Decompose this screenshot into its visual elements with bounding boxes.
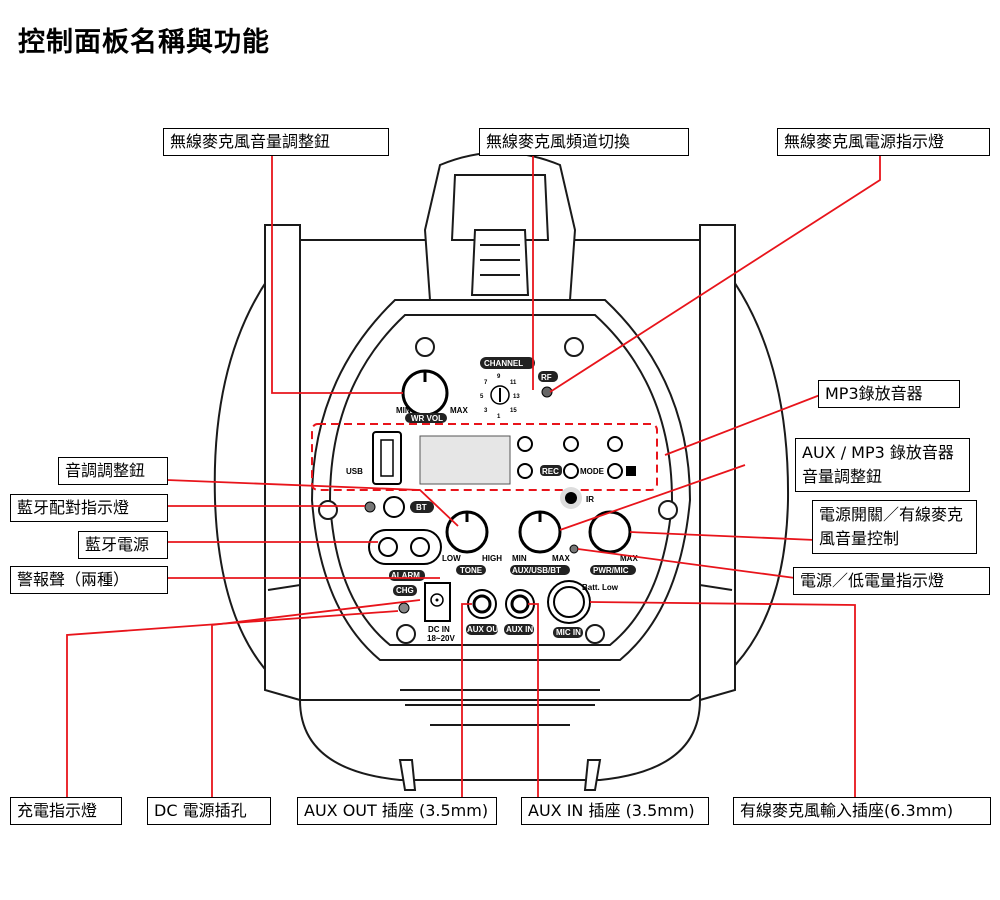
callout-power-low-battery-led: 電源／低電量指示燈 [793,567,990,595]
label-min-2: MIN [512,554,527,563]
label-pwr-mic: PWR/MIC [593,566,629,575]
label-wr-vol: WR VOL [411,414,443,423]
channel-dial [480,357,535,405]
power-led [569,544,579,554]
aux-usb-bt-knob [510,510,570,575]
bt-button [383,496,405,518]
callout-dc-jack: DC 電源插孔 [147,797,271,825]
channel-digit: 3 [484,408,488,414]
label-chg: CHG [396,586,414,595]
mic-in-jack [547,580,591,624]
callout-charge-led: 充電指示燈 [10,797,122,825]
label-low: LOW [442,554,461,563]
channel-digits: 1 3 5 7 9 11 13 15 [480,374,520,420]
callout-wireless-mic-power-led: 無線麥克風電源指示燈 [777,128,990,156]
callout-aux-out: AUX OUT 插座 (3.5mm) [297,797,497,825]
callout-mp3-recorder: MP3錄放音器 [818,380,960,408]
label-rec: REC [542,467,559,476]
label-tone: TONE [460,566,483,575]
callout-bt-pair-led: 藍牙配對指示燈 [10,494,168,522]
callout-power-wired-mic: 電源開關／有線麥克風音量控制 [812,500,977,554]
label-channel: CHANNEL [484,359,523,368]
leader-lines [66,156,881,797]
label-usb: USB [346,467,363,476]
tone-knob [445,510,489,575]
channel-digit: 15 [510,408,517,414]
mp3-dashed-box [311,423,658,491]
label-high: HIGH [482,554,502,563]
callout-tone-knob: 音調調整鈕 [58,457,168,485]
callout-wireless-mic-volume: 無線麥克風音量調整鈕 [163,128,389,156]
label-dc-in: DC IN [428,625,450,634]
wr-vol-knob [401,369,449,423]
label-ir: IR [586,495,594,504]
label-max-3: MAX [620,554,638,563]
page-title: 控制面板名稱與功能 [18,27,270,58]
screws [318,337,678,644]
rf-led [541,386,553,398]
label-batt-low: Batt. Low [582,583,619,592]
aux-out-jack [467,589,497,619]
label-max-2: MAX [552,554,570,563]
callout-aux-in: AUX IN 插座 (3.5mm) [521,797,709,825]
channel-digit: 7 [484,380,488,386]
bt-led [364,501,376,513]
label-min-1: MIN [396,406,411,415]
label-mic-in: MIC IN [556,628,581,637]
callout-bt-power: 藍牙電源 [78,531,168,559]
channel-digit: 1 [497,414,501,420]
channel-digit: 9 [497,374,501,380]
chg-led [398,602,410,614]
label-aux-usb-bt: AUX/USB/BT [512,566,561,575]
label-dc-voltage: 18~20V [427,634,455,643]
mp3-buttons [517,436,623,479]
callout-aux-mp3-volume: AUX / MP3 錄放音器音量調整鈕 [795,438,970,492]
label-alarm: ALARM [391,571,420,580]
label-max-1: MAX [450,406,468,415]
mp3-display [419,435,511,485]
label-aux-in: AUX IN [506,625,533,634]
channel-digit: 11 [510,380,517,386]
label-rf: RF [541,373,552,382]
callout-mic-in: 有線麥克風輸入插座(6.3mm) [733,797,991,825]
callout-wireless-mic-channel: 無線麥克風頻道切換 [479,128,689,156]
label-aux-out: AUX OUT [467,625,503,634]
channel-digit: 5 [480,394,484,400]
label-bt: BT [416,503,427,512]
callout-alarm: 警報聲（兩種） [10,566,168,594]
handle [423,151,577,301]
speaker-body [213,224,790,791]
label-mode: MODE [580,467,605,476]
channel-digit: 13 [513,394,520,400]
